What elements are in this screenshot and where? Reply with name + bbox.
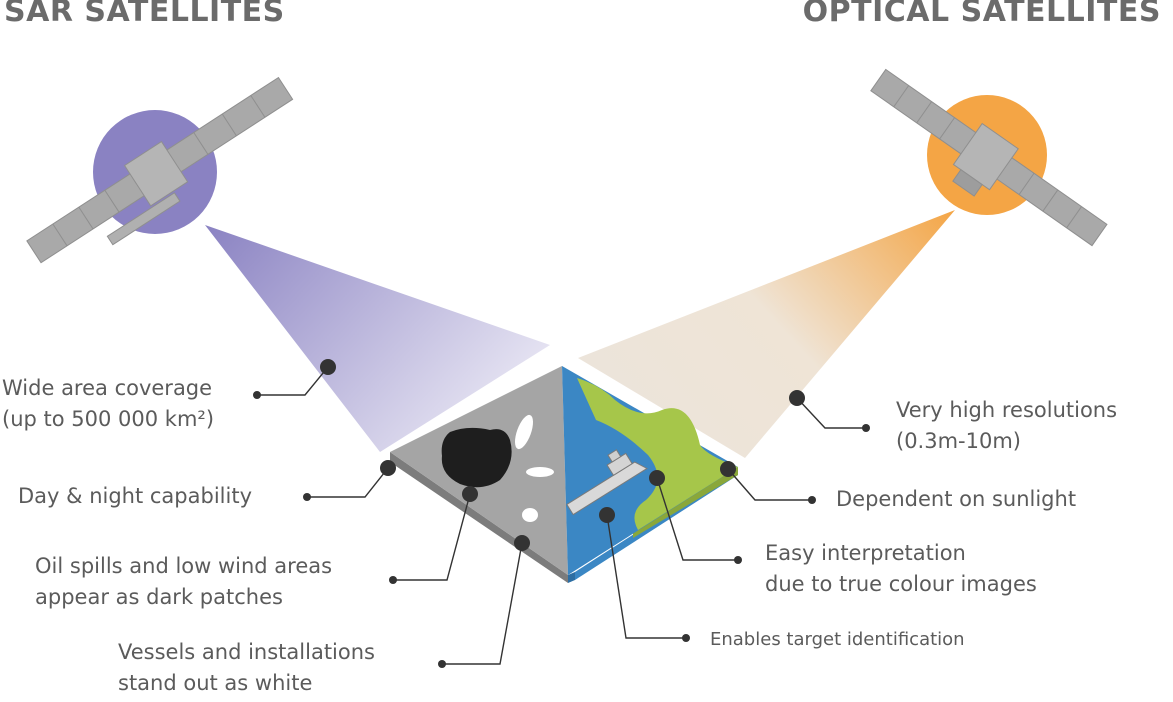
ship-icon [566, 449, 648, 516]
label-line: due to true colour images [765, 572, 1037, 596]
end-dot [808, 496, 816, 504]
label-line: (up to 500 000 km²) [2, 407, 215, 431]
label-wide-area: Wide area coverage (up to 500 000 km²) [2, 373, 214, 435]
sar-heading: SAR SATELLITES [4, 0, 285, 29]
marker-day-night [380, 460, 396, 476]
optical-satellite-icon [870, 68, 1108, 247]
label-line: Enables target identification [710, 629, 965, 650]
label-target-id: Enables target identification [710, 624, 965, 655]
leader-vessels [442, 542, 523, 665]
sar-coverage-beam [205, 225, 550, 452]
leader-easy-interp [656, 477, 738, 561]
land-area [577, 378, 738, 530]
label-oil-spills: Oil spills and low wind areas appear as … [35, 551, 332, 613]
marker-target-id [599, 507, 615, 523]
leader-target-id [606, 514, 686, 639]
label-line: Day & night capability [18, 484, 252, 508]
label-line: Dependent on sunlight [836, 487, 1077, 511]
end-dot [303, 493, 311, 501]
marker-wide-area [320, 359, 336, 375]
end-dot [734, 556, 742, 564]
marker-easy-interp [649, 470, 665, 486]
label-line: Easy interpretation [765, 541, 966, 565]
label-line: (0.3m-10m) [896, 429, 1021, 453]
end-dot [389, 576, 397, 584]
optical-heading: OPTICAL SATELLITES [802, 0, 1161, 29]
leader-high-res [796, 397, 866, 429]
label-line: stand out as white [118, 671, 313, 695]
leader-sunlight [727, 468, 812, 501]
label-easy-interp: Easy interpretation due to true colour i… [765, 538, 1037, 600]
marker-sunlight [720, 461, 736, 477]
label-line: Very high resolutions [896, 398, 1118, 422]
white-slick [526, 467, 554, 477]
sar-satellite-icon [26, 76, 294, 264]
marker-vessels [514, 535, 530, 551]
leader-oil-spills [393, 493, 471, 581]
label-line: Vessels and installations [118, 640, 375, 664]
label-line: appear as dark patches [35, 585, 283, 609]
label-high-res: Very high resolutions (0.3m-10m) [896, 395, 1117, 457]
end-dot [438, 660, 446, 668]
label-line: Oil spills and low wind areas [35, 554, 333, 578]
white-slick [514, 414, 534, 450]
end-dot [862, 424, 870, 432]
label-vessels: Vessels and installations stand out as w… [118, 637, 375, 699]
marker-oil-spills [462, 486, 478, 502]
label-sunlight: Dependent on sunlight [836, 484, 1076, 515]
white-slick [522, 508, 538, 522]
leader-wide-area [257, 366, 329, 396]
oil-patch [441, 427, 512, 488]
label-day-night: Day & night capability [18, 481, 252, 512]
marker-high-res [789, 390, 805, 406]
end-dot [253, 391, 261, 399]
optical-coverage-beam [578, 210, 955, 458]
label-line: Wide area coverage [2, 376, 213, 400]
leader-day-night [307, 467, 389, 498]
end-dot [682, 634, 690, 642]
